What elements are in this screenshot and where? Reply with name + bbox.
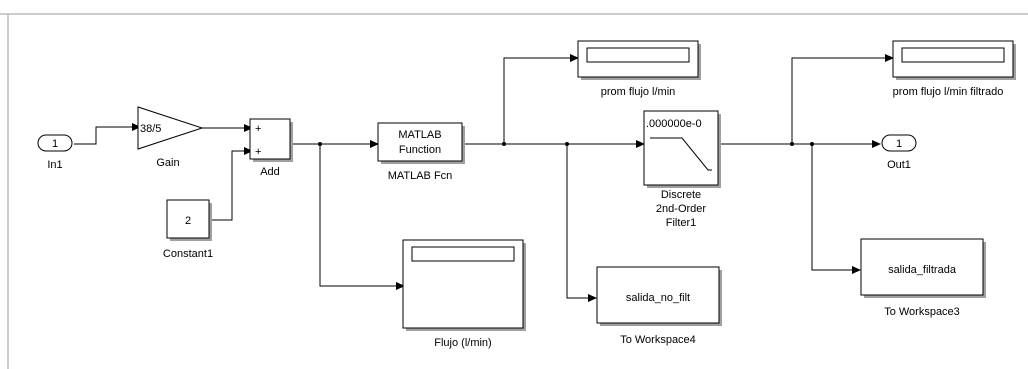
to-workspace3-var: salida_filtrada: [888, 264, 957, 276]
inport-shape[interactable]: [37, 134, 73, 152]
branch-dot: [318, 142, 322, 146]
arrow-out1-in: [872, 140, 881, 148]
add-block[interactable]: + + Add: [249, 118, 293, 178]
scope-screen: [586, 47, 690, 63]
arrow-add-in2: [244, 147, 253, 155]
filter-label-line2: 2nd-Order: [656, 203, 706, 215]
gain-value: 38/5: [140, 123, 161, 135]
signal-arrowheads: [132, 54, 894, 302]
filter-label-line3: Filter1: [666, 217, 697, 229]
arrow-filter-in: [636, 140, 645, 148]
arrow-prom-in: [570, 54, 579, 62]
scope-block-flujo[interactable]: Flujo (l/min): [402, 239, 526, 349]
branch-dot: [565, 142, 569, 146]
arrow-gain-in: [132, 123, 141, 131]
to-workspace3-label: To Workspace3: [884, 306, 960, 318]
arrow-promfilt-in: [885, 54, 894, 62]
matlab-fcn-line2: Function: [399, 144, 441, 156]
to-workspace4-box[interactable]: [596, 266, 720, 324]
branch-dot: [790, 142, 794, 146]
inport-number: 1: [52, 138, 58, 150]
add-sign-1: +: [255, 123, 261, 135]
constant-block[interactable]: 2 Constant1: [163, 199, 213, 260]
add-sign-2: +: [255, 146, 261, 158]
scope-block-prom-flujo[interactable]: prom flujo l/min: [577, 40, 701, 98]
gain-label: Gain: [156, 157, 179, 169]
to-workspace4-block[interactable]: salida_no_filt To Workspace4: [596, 266, 722, 346]
arrow-ws4-in: [588, 294, 597, 302]
to-workspace4-var: salida_no_filt: [626, 292, 690, 304]
wire-filter-ws3: [811, 144, 852, 271]
outport-shape[interactable]: [881, 134, 917, 152]
arrow-ws3-in: [852, 266, 861, 274]
to-workspace4-label: To Workspace4: [620, 334, 696, 346]
arrow-add-in1: [244, 124, 253, 132]
filter-value: .000000e-0: [646, 118, 702, 130]
matlab-fcn-box[interactable]: [377, 122, 463, 162]
branch-dot: [810, 142, 814, 146]
wire-add-flujo: [319, 144, 396, 287]
to-workspace3-box[interactable]: [860, 238, 984, 296]
wire-in1-gain: [74, 126, 132, 145]
constant-value: 2: [185, 215, 191, 227]
wire-fcn-ws4: [566, 144, 588, 299]
outport-number: 1: [896, 138, 902, 150]
wire-constant-add: [210, 150, 244, 221]
wire-filter-promfilt: [791, 57, 885, 144]
matlab-fcn-line1: MATLAB: [398, 129, 441, 141]
scope-screen: [411, 246, 515, 262]
outport-label: Out1: [887, 159, 911, 171]
filter-response-icon: [650, 137, 712, 171]
arrow-fcn-in: [370, 140, 379, 148]
filter-label-line1: Discrete: [661, 189, 701, 201]
gain-block[interactable]: 38/5 Gain: [137, 106, 204, 169]
to-workspace3-block[interactable]: salida_filtrada To Workspace3: [860, 238, 986, 318]
scope-label: prom flujo l/min: [601, 86, 676, 98]
branch-dot: [502, 142, 506, 146]
filter-block[interactable]: .000000e-0 Discrete 2nd-Order Filter1: [643, 110, 721, 229]
scope-screen: [901, 47, 1005, 63]
wire-fcn-prom: [503, 57, 570, 144]
inport-block-in1[interactable]: 1 In1: [37, 134, 73, 171]
signal-lines: [74, 57, 885, 299]
matlab-fcn-block[interactable]: MATLAB Function MATLAB Fcn: [377, 122, 465, 182]
scope-label: Flujo (l/min): [434, 337, 491, 349]
scope-label: prom flujo l/min filtrado: [893, 86, 1004, 98]
add-box[interactable]: [249, 118, 291, 160]
inport-label: In1: [47, 159, 62, 171]
arrow-flujo-in: [396, 282, 405, 290]
matlab-fcn-label: MATLAB Fcn: [388, 170, 453, 182]
constant-box[interactable]: [166, 199, 210, 239]
filter-box[interactable]: [643, 110, 719, 186]
constant-label: Constant1: [163, 248, 213, 260]
gain-triangle[interactable]: [137, 106, 204, 150]
outport-block-out1[interactable]: 1 Out1: [881, 134, 917, 171]
add-label: Add: [260, 166, 280, 178]
scope-block-prom-flujo-filtrado[interactable]: prom flujo l/min filtrado: [892, 40, 1016, 98]
branch-points: [318, 142, 814, 146]
